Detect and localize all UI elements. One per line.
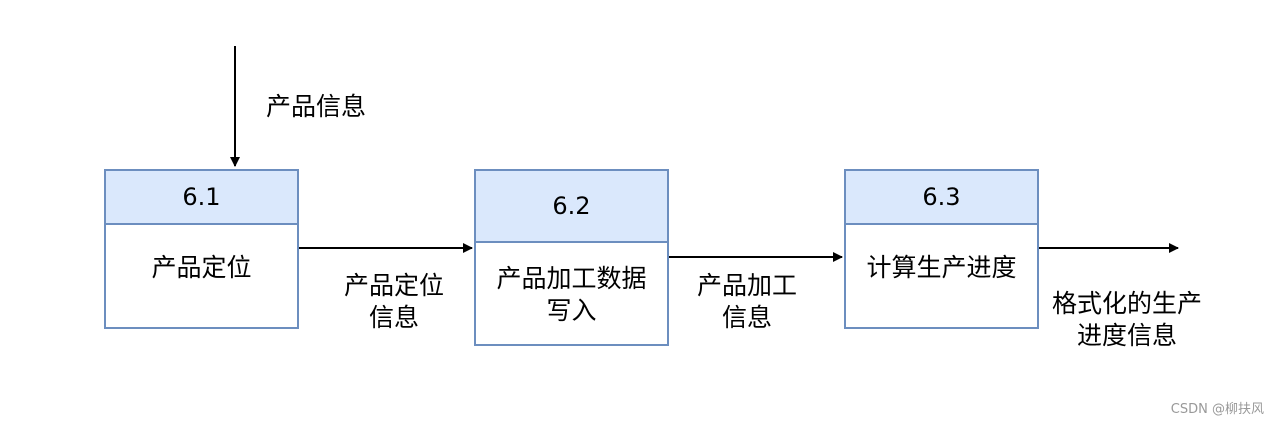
input-flow-label: 产品信息	[266, 92, 367, 121]
process-6-1-id: 6.1	[106, 171, 297, 225]
process-6-3-name: 计算生产进度	[866, 253, 1017, 282]
flow-label-6-2-to-6-3: 产品加工信息	[696, 271, 797, 332]
process-6-3-id: 6.3	[846, 171, 1037, 225]
process-6-1-name: 产品定位	[151, 253, 252, 282]
process-6-2-name: 产品加工数据写入	[496, 263, 647, 325]
process-6-2: 6.2 产品加工数据写入	[474, 169, 669, 346]
process-6-1: 6.1 产品定位	[104, 169, 299, 329]
process-6-2-id: 6.2	[476, 171, 667, 243]
flow-label-6-1-to-6-2: 产品定位信息	[343, 271, 444, 332]
process-6-3: 6.3 计算生产进度	[844, 169, 1039, 329]
output-flow-label: 格式化的生产进度信息	[1051, 289, 1202, 350]
watermark: CSDN @柳扶风	[1170, 402, 1264, 417]
